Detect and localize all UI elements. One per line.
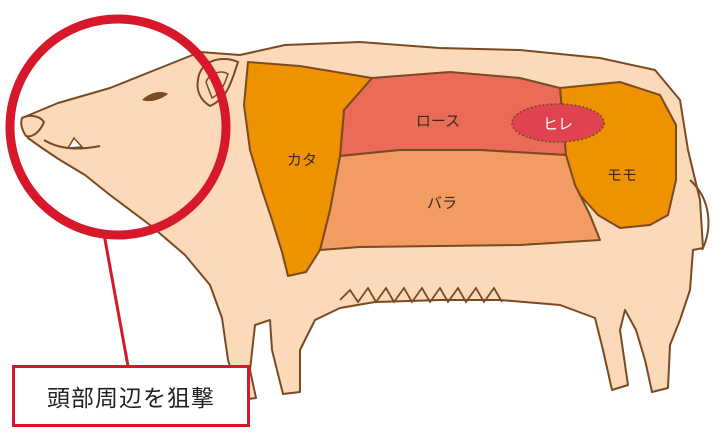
label-rosu: ロース xyxy=(416,112,460,130)
label-bara: バラ xyxy=(427,194,457,212)
label-hire: ヒレ xyxy=(543,115,573,133)
cut-bara xyxy=(320,150,600,250)
callout-leader-line xyxy=(104,234,128,366)
label-kata: カタ xyxy=(287,151,317,169)
callout-box: 頭部周辺を狙撃 xyxy=(12,365,250,427)
label-momo: モモ xyxy=(607,166,637,184)
callout-text: 頭部周辺を狙撃 xyxy=(47,379,215,413)
